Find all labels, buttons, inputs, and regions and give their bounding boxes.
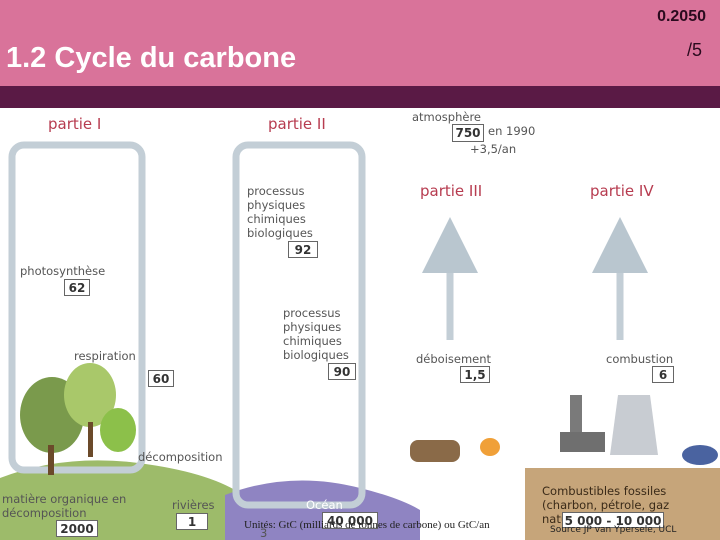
processus-up-value: 92 (288, 241, 318, 258)
units-caption: Unités: GtC (milliards de tonnes de carb… (244, 519, 490, 531)
combustion-value: 6 (652, 366, 674, 383)
atmosphere-year: en 1990 (488, 124, 535, 138)
label-partie-1: partie I (48, 115, 101, 133)
car (682, 445, 718, 465)
matiere-value: 2000 (56, 520, 98, 537)
factory-building (560, 432, 605, 452)
photosynthese-label: photosynthèse (20, 264, 105, 278)
factory-chimney (570, 395, 582, 435)
rivieres-value: 1 (176, 513, 208, 530)
deboisement-label: déboisement (416, 352, 491, 366)
atmosphere-value: 750 (452, 124, 484, 142)
processus-up-label: processus physiques chimiques biologique… (247, 184, 319, 240)
matiere-label: matière organique en décomposition (2, 492, 134, 520)
processus-down-label: processus physiques chimiques biologique… (283, 306, 355, 362)
combustion-label: combustion (606, 352, 673, 366)
tree-right (100, 408, 136, 452)
cooling-tower (610, 395, 658, 455)
deboisement-value: 1,5 (460, 366, 490, 383)
processus-down-value: 90 (328, 363, 356, 380)
atmosphere-label: atmosphère (412, 110, 481, 124)
decomposition-label: décomposition (138, 450, 223, 464)
respiration-label: respiration (74, 349, 136, 363)
label-partie-4: partie IV (590, 182, 654, 200)
label-partie-3: partie III (420, 182, 482, 200)
label-partie-2: partie II (268, 115, 326, 133)
source-note: Source JP van Ypersele, UCL (550, 525, 676, 535)
logs (410, 440, 460, 462)
rivieres-label: rivières (172, 498, 215, 512)
atmosphere-rate: +3,5/an (470, 142, 516, 156)
campfire (480, 438, 500, 456)
slide-title: 1.2 Cycle du carbone (6, 38, 306, 78)
respiration-value: 60 (148, 370, 174, 387)
photosynthese-value: 62 (64, 279, 90, 296)
ocean-label: Océan (306, 498, 343, 512)
